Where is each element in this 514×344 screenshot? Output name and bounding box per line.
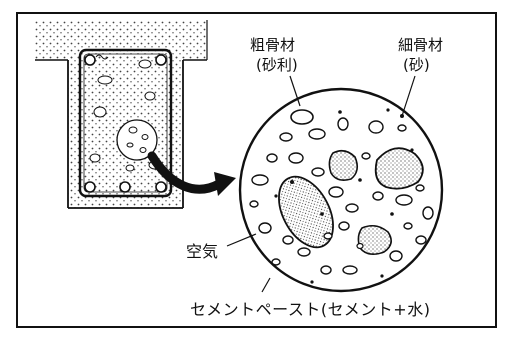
frame-border bbox=[16, 12, 497, 328]
slab bbox=[35, 20, 208, 61]
coarse-aggregate-sublabel: (砂利) bbox=[256, 56, 298, 74]
beam-section bbox=[67, 48, 184, 209]
fine-aggregate-label: 細骨材 bbox=[398, 36, 444, 54]
magnified-view bbox=[238, 87, 444, 293]
magnify-arrow bbox=[147, 151, 236, 196]
coarse-aggregate-label: 粗骨材 bbox=[250, 36, 296, 54]
air-label: 空気 bbox=[186, 242, 219, 261]
fine-aggregate-sublabel: (砂) bbox=[403, 56, 430, 74]
cement-paste-label: セメントペースト(セメント+水) bbox=[190, 300, 431, 319]
leader-lines bbox=[226, 75, 416, 293]
